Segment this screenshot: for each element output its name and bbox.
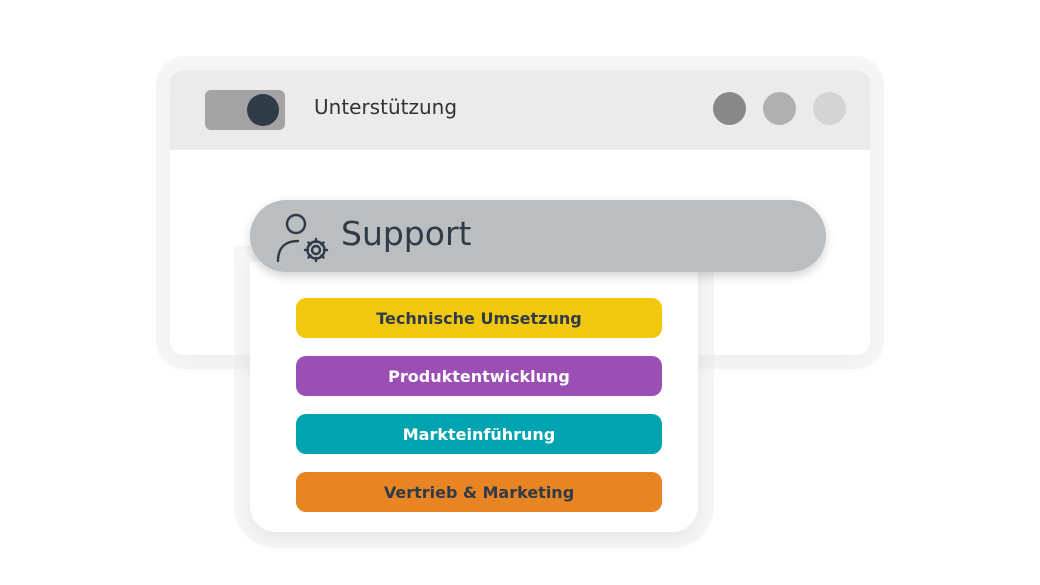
support-dropdown-button[interactable]: Support [250, 200, 826, 272]
window-control-dot-1[interactable] [713, 92, 746, 125]
window-title: Unterstützung [314, 95, 458, 119]
title-bar: Unterstützung [170, 70, 870, 150]
window-control-dot-3[interactable] [813, 92, 846, 125]
dropdown-menu: Technische Umsetzung Produktentwicklung … [250, 262, 698, 532]
support-label: Support [341, 214, 472, 253]
window-control-dot-2[interactable] [763, 92, 796, 125]
menu-item-technische-umsetzung[interactable]: Technische Umsetzung [296, 298, 662, 338]
menu-item-markteinfuehrung[interactable]: Markteinführung [296, 414, 662, 454]
menu-item-vertrieb-marketing[interactable]: Vertrieb & Marketing [296, 472, 662, 512]
menu-item-produktentwicklung[interactable]: Produktentwicklung [296, 356, 662, 396]
user-gear-icon [276, 213, 329, 263]
toggle-knob[interactable] [247, 94, 279, 126]
toggle-switch[interactable] [205, 90, 285, 130]
